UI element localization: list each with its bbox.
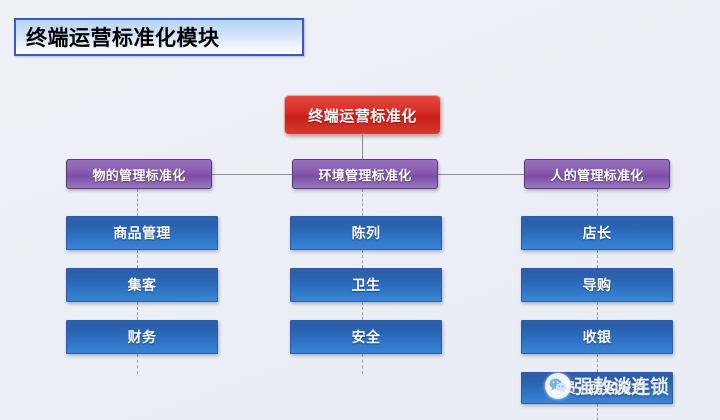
connector-spine-left [212,174,362,175]
connector-col3-seg3 [597,302,598,320]
connector-col3-seg1 [597,189,598,216]
node-leaf-sales-guide[interactable]: 导购 [521,268,673,302]
node-leaf-cashier[interactable]: 收银 [521,320,673,354]
node-leaf-display[interactable]: 陈列 [290,216,442,250]
node-leaf-safety[interactable]: 安全 [290,320,442,354]
connector-col2-seg2 [362,250,363,268]
connector-root-to-spine [362,135,363,174]
node-root[interactable]: 终端运营标准化 [284,95,441,135]
node-leaf-member-service[interactable]: 会员+顾客服务 [521,372,673,404]
node-branch-goods[interactable]: 物的管理标准化 [66,159,212,189]
connector-col2-seg4 [362,354,363,374]
page-title: 终端运营标准化模块 [26,26,220,50]
connector-col1-seg4 [137,354,138,374]
connector-col2-seg1 [362,189,363,216]
node-branch-environment[interactable]: 环境管理标准化 [292,159,438,189]
node-leaf-store-manager[interactable]: 店长 [521,216,673,250]
connector-col1-seg3 [137,302,138,320]
connector-col3-seg2 [597,250,598,268]
connector-col3-seg4 [597,354,598,372]
node-leaf-finance[interactable]: 财务 [66,320,218,354]
node-leaf-hygiene[interactable]: 卫生 [290,268,442,302]
connector-col2-seg3 [362,302,363,320]
connector-spine-right [362,174,530,175]
node-leaf-customer-attraction[interactable]: 集客 [66,268,218,302]
node-leaf-goods-management[interactable]: 商品管理 [66,216,218,250]
page-title-box: 终端运营标准化模块 [14,18,304,56]
connector-col1-seg1 [137,189,138,216]
node-branch-people[interactable]: 人的管理标准化 [524,159,670,189]
connector-col3-seg5 [597,404,598,420]
connector-col1-seg2 [137,250,138,268]
